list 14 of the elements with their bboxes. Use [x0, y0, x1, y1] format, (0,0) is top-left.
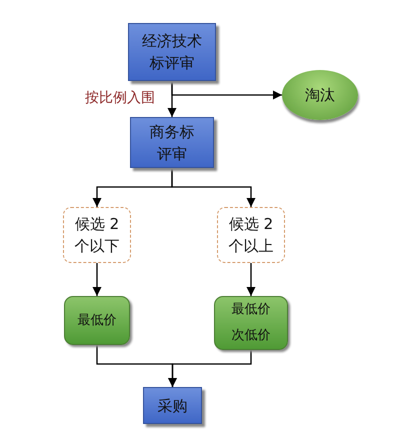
arrow: [171, 168, 256, 207]
edge-label: 按比例入围: [84, 89, 156, 107]
result-box: 最低价 次低价: [214, 296, 288, 350]
process-box: 商务标评审: [130, 117, 214, 168]
result-box: 最低价: [64, 296, 130, 345]
process-box: 经济技术标评审: [128, 23, 216, 81]
process-box: 采购: [143, 387, 202, 424]
outcome-ellipse: 淘汰: [282, 70, 358, 120]
condition-box: 候选 2个以下: [63, 207, 131, 263]
arrow: [246, 263, 256, 296]
arrow: [92, 263, 102, 296]
condition-box: 候选 2个以上: [217, 207, 285, 263]
arrow: [168, 350, 252, 387]
arrow: [171, 81, 282, 100]
